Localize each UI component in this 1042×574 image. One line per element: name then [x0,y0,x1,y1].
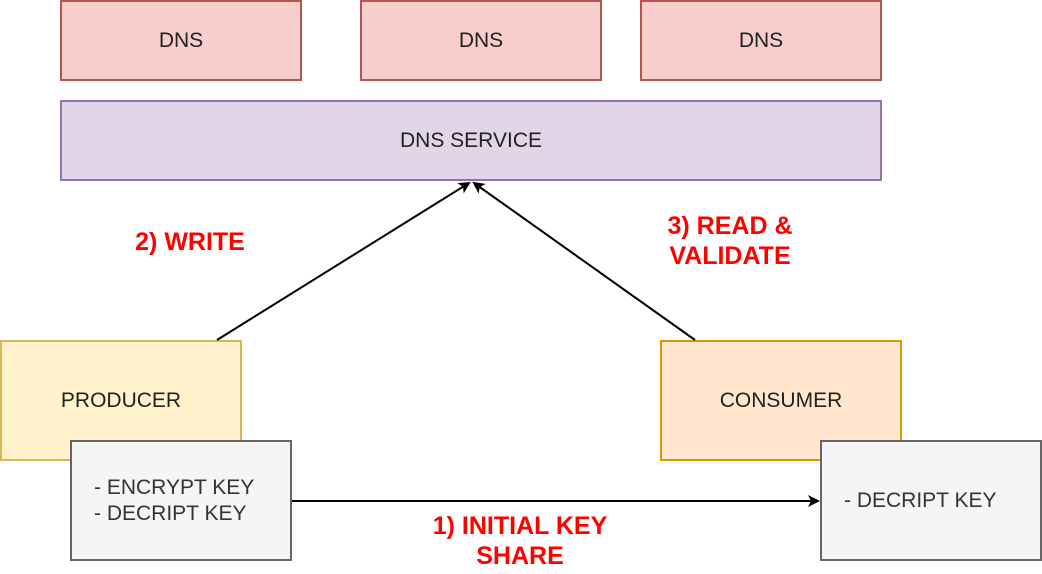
consumer-label: CONSUMER [719,388,843,412]
step-initial-key-share-label: 1) INITIAL KEY SHARE [432,512,608,570]
write-arrow [216,181,471,341]
dns-node-label: DNS [738,28,784,52]
producer-label: PRODUCER [60,388,182,412]
consumer-keys-box[interactable]: - DECRIPT KEY [820,440,1042,561]
dns-node-1[interactable]: DNS [60,0,302,81]
dns-service[interactable]: DNS SERVICE [60,100,882,181]
encrypt-key-item: - ENCRYPT KEY [94,475,255,499]
dns-node-3[interactable]: DNS [640,0,882,81]
decrypt-key-item: - DECRIPT KEY [94,501,247,525]
dns-node-2[interactable]: DNS [360,0,602,81]
dns-node-label: DNS [158,28,204,52]
dns-service-label: DNS SERVICE [400,128,542,152]
step-read-validate-label: 3) READ & VALIDATE [667,212,793,270]
step-write-label: 2) WRITE [135,228,245,256]
dns-node-label: DNS [458,28,504,52]
producer-keys-box[interactable]: - ENCRYPT KEY - DECRIPT KEY [70,440,292,561]
decrypt-key-item: - DECRIPT KEY [844,488,997,512]
read-validate-arrow [472,181,696,341]
